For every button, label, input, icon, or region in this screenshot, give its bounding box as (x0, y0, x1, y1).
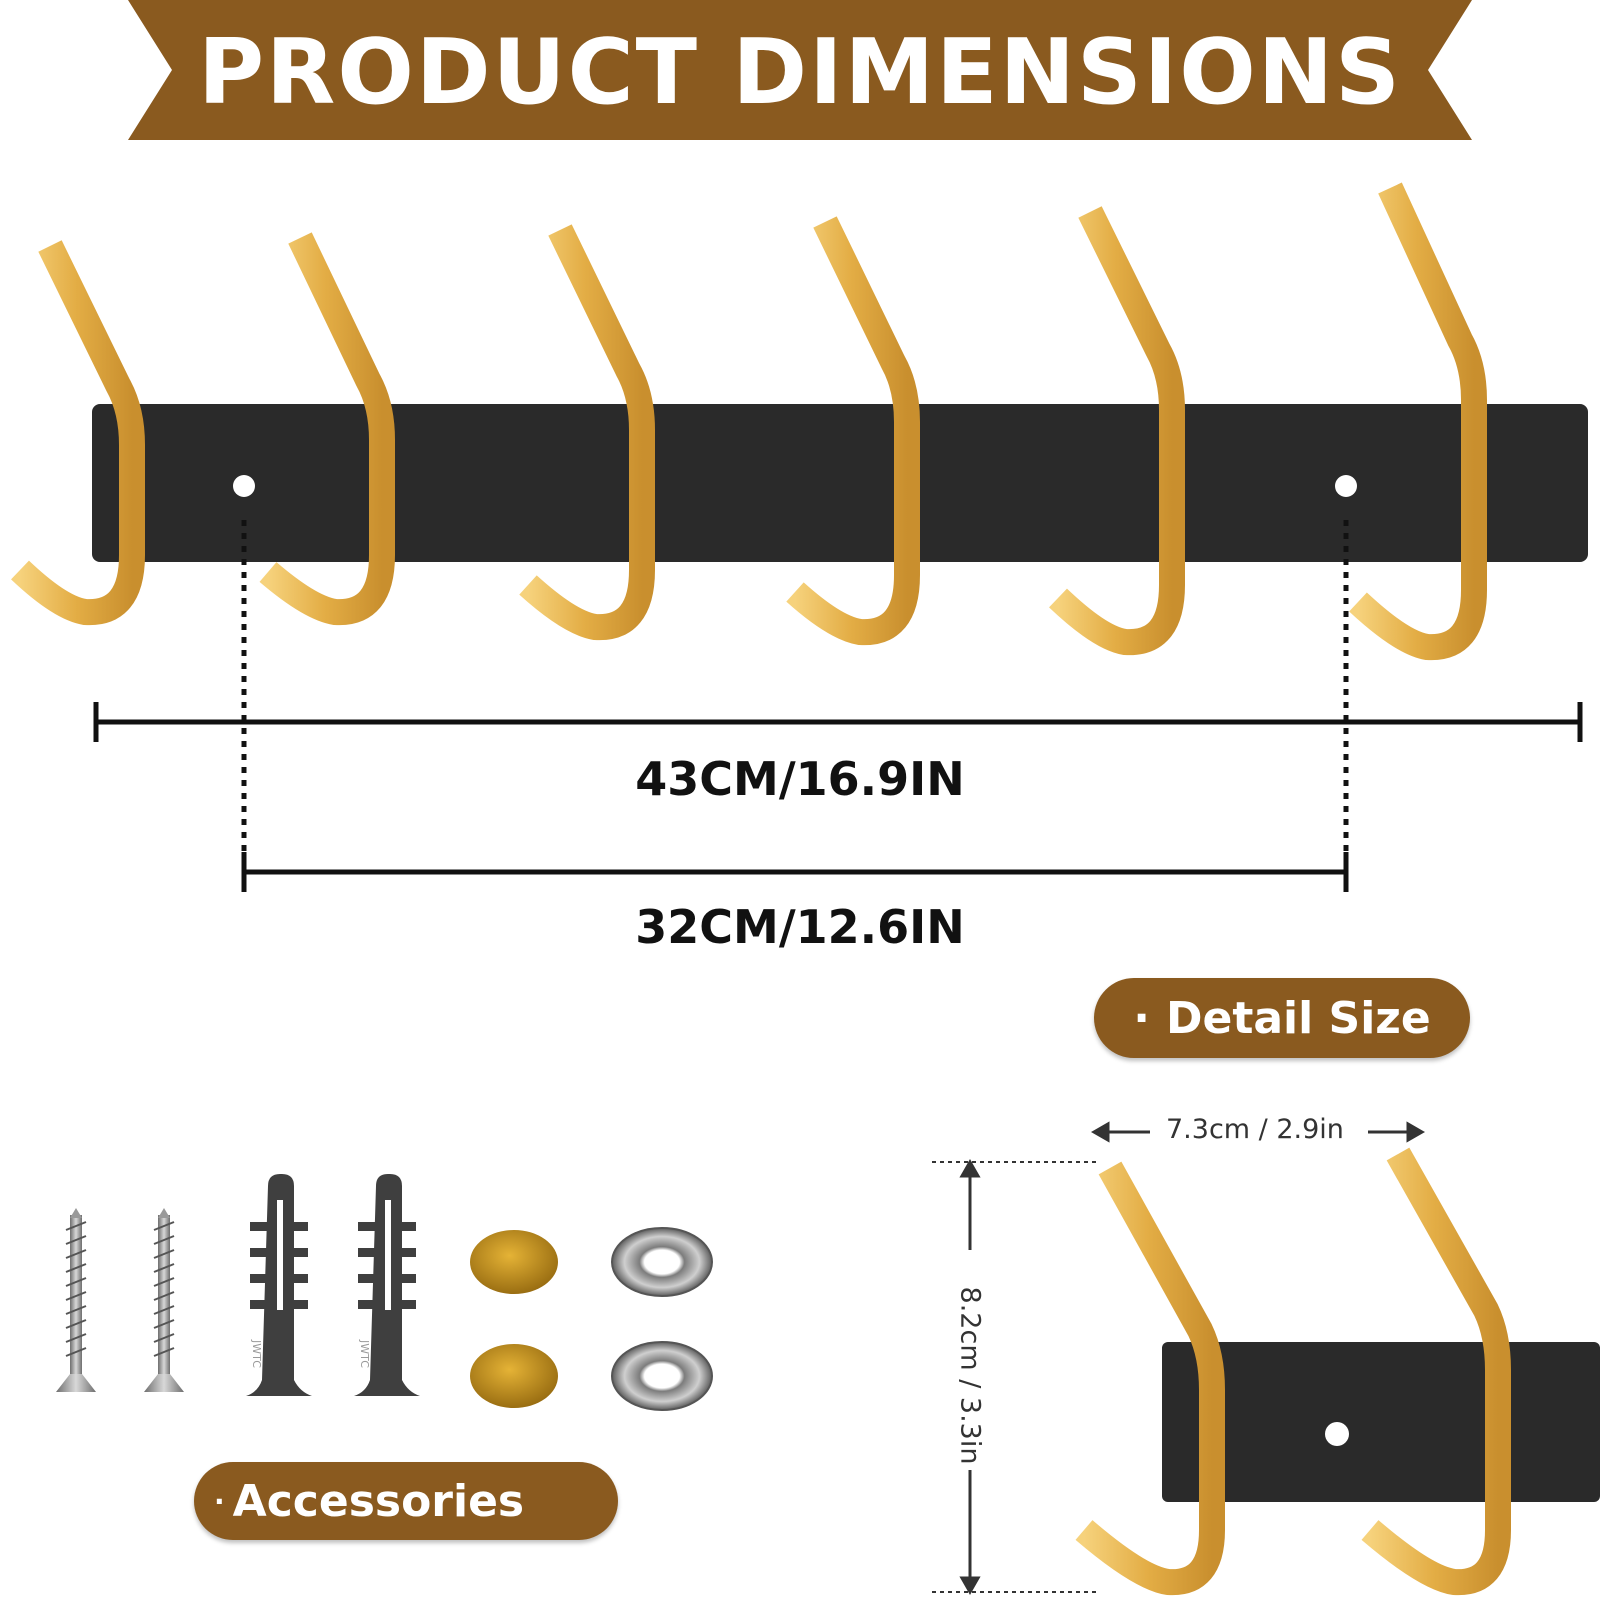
accessories-badge: · Accessories (194, 1462, 618, 1540)
black-rail (92, 404, 1588, 562)
overall-length-label: 43CM/16.9IN (635, 752, 965, 806)
wall-anchor-2 (354, 1174, 420, 1396)
hook-1 (11, 240, 145, 626)
mounting-hole-left (233, 475, 255, 497)
hook-6 (1349, 182, 1487, 661)
detail-hook-2 (1361, 1147, 1511, 1596)
bullet-dot: · (1133, 992, 1150, 1044)
accessories-label: Accessories (232, 1475, 525, 1527)
screw-cap-2 (470, 1344, 558, 1408)
page-title: PRODUCT DIMENSIONS (198, 20, 1402, 125)
screw-cap-1 (470, 1230, 558, 1294)
hook-2 (259, 232, 395, 626)
mounting-hole-right (1335, 475, 1357, 497)
wall-anchor-1 (246, 1174, 312, 1396)
bullet-dot: · (214, 1484, 225, 1518)
hook-3 (519, 224, 655, 641)
detail-hook-1 (1075, 1161, 1225, 1596)
washer-1 (611, 1227, 713, 1297)
hole-spacing-label: 32CM/12.6IN (635, 900, 965, 954)
screw-2 (144, 1208, 184, 1392)
detail-mounting-hole (1325, 1422, 1349, 1446)
anchor-marking-2: JWTC (358, 1340, 371, 1368)
detail-size-badge: · Detail Size (1094, 978, 1470, 1058)
hook-4 (786, 216, 920, 646)
hook-5 (1049, 206, 1185, 656)
detail-size-label: Detail Size (1165, 992, 1431, 1044)
screw-1 (56, 1208, 96, 1392)
anchor-marking-1: JWTC (250, 1340, 263, 1368)
washer-2 (611, 1341, 713, 1411)
hook-spacing-label: 7.3cm / 2.9in (1166, 1114, 1344, 1145)
